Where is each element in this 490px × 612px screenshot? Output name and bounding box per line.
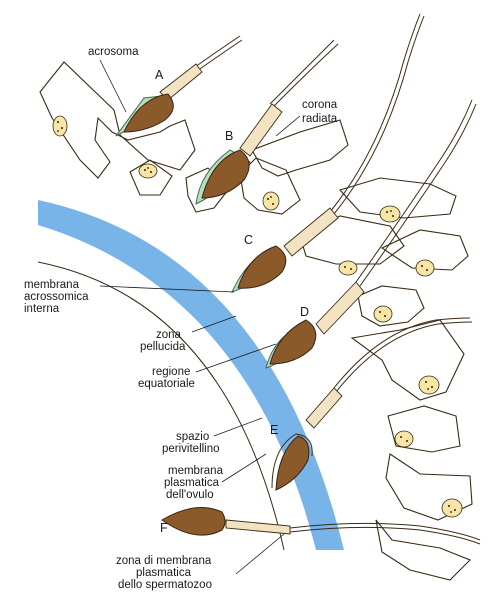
sperm-f: [161, 507, 481, 545]
stage-letter-c: C: [244, 233, 253, 247]
svg-text:perivitellino: perivitellino: [162, 443, 220, 455]
stage-letter-a: A: [155, 68, 164, 82]
svg-text:spazio: spazio: [176, 431, 209, 443]
sperm-d: [265, 99, 477, 369]
label-membrana-plasmatica-ovulo: membrana plasmatica dell'ovulo: [164, 453, 267, 501]
egg-plasma-membrane: [37, 261, 285, 551]
corona-radiata-cells: [39, 61, 473, 581]
svg-text:membrana: membrana: [168, 465, 224, 477]
label-zona-membrana-spermatozoo: zona di membrana plasmatica dello sperma…: [116, 533, 285, 591]
label-regione-equatoriale: regione equatoriale: [138, 343, 277, 390]
stage-letter-d: D: [300, 305, 309, 319]
svg-text:zona di membrana: zona di membrana: [116, 555, 212, 567]
sperm-c: [231, 13, 425, 293]
svg-text:dell'ovulo: dell'ovulo: [166, 489, 214, 501]
label-zona-pellucida: zona pellucida: [140, 315, 237, 353]
sperm-e: [271, 317, 473, 491]
svg-text:acrossomica: acrossomica: [24, 291, 89, 303]
svg-text:interna: interna: [24, 303, 60, 315]
sperm-a: [115, 35, 243, 137]
stage-letter-b: B: [225, 129, 233, 143]
stage-letter-f: F: [160, 521, 168, 535]
svg-text:equatoriale: equatoriale: [138, 378, 195, 390]
svg-text:zona: zona: [156, 329, 182, 341]
svg-text:plasmatica: plasmatica: [164, 477, 220, 489]
label-membrana-acrossomica-interna: membrana acrossomica interna: [24, 279, 235, 315]
svg-text:pellucida: pellucida: [140, 341, 186, 353]
label-corona-radiata: corona radiata: [275, 99, 338, 137]
svg-text:corona: corona: [302, 99, 338, 111]
svg-text:acrosoma: acrosoma: [88, 46, 139, 58]
svg-text:dello spermatozoo: dello spermatozoo: [118, 579, 212, 591]
cell-nuclei: [52, 115, 463, 518]
stage-letter-e: E: [270, 423, 278, 437]
sperm-b: [195, 39, 339, 205]
svg-text:radiata: radiata: [302, 113, 338, 125]
zona-pellucida: [38, 200, 344, 550]
label-acrosoma: acrosoma: [88, 46, 139, 113]
svg-text:regione: regione: [152, 366, 190, 378]
svg-text:membrana: membrana: [24, 279, 80, 291]
label-spazio-perivitellino: spazio perivitellino: [162, 417, 263, 455]
svg-text:plasmatica: plasmatica: [136, 567, 192, 579]
